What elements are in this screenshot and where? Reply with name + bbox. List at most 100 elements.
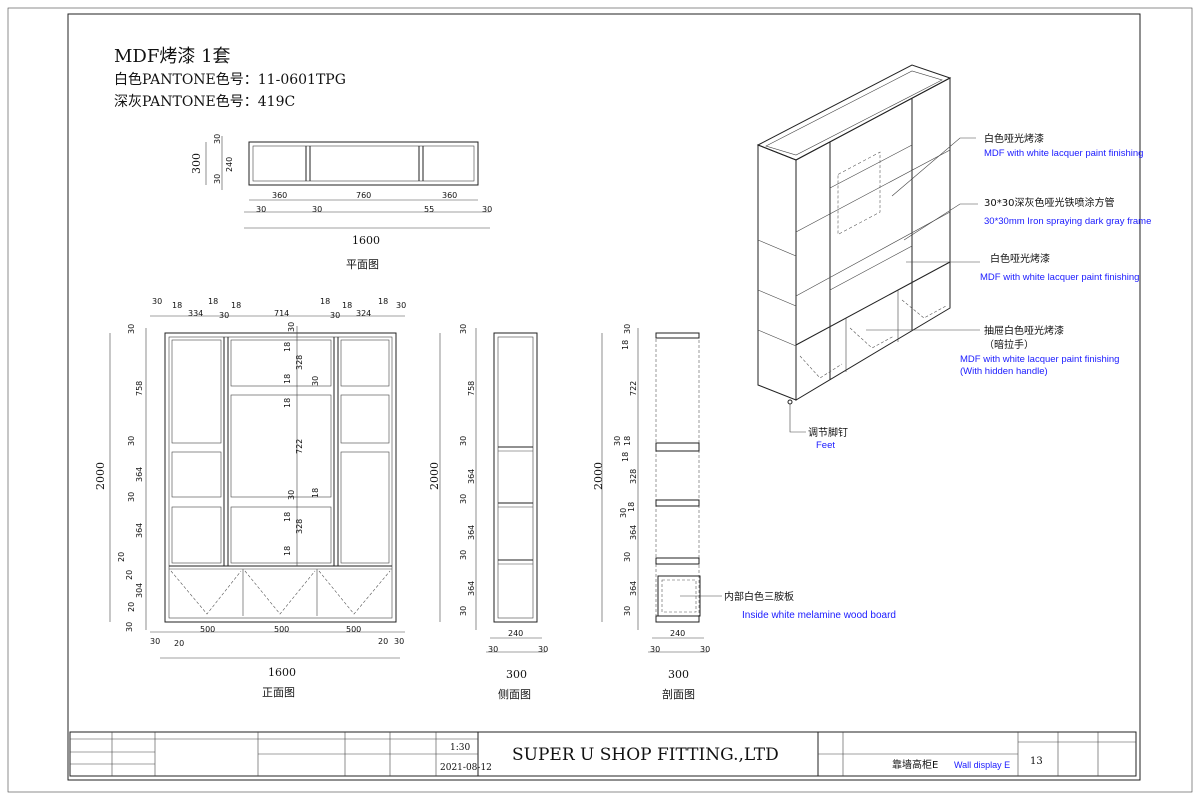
tb-date: 2021-08-12 xyxy=(440,763,492,773)
front-bottom-dim-500c: 500 xyxy=(346,625,361,634)
front-top-dim-30c: 30 xyxy=(330,311,340,320)
section-dim-364a: 364 xyxy=(629,525,638,540)
front-left-dim-364b: 364 xyxy=(135,523,144,538)
front-top-dim-30a: 30 xyxy=(152,297,162,306)
side-dim-364c: 364 xyxy=(467,581,476,596)
front-left-dim-304: 304 xyxy=(135,583,144,598)
front-outline xyxy=(164,332,397,623)
front-left-dim-30b: 30 xyxy=(127,436,136,446)
tb-drawing-name-cn: 靠墙高柜E xyxy=(892,758,938,771)
callout-3-en: MDF with white lacquer paint finishing xyxy=(980,272,1139,283)
plan-vdim-30b: 30 xyxy=(213,174,222,184)
plan-vdim-240: 240 xyxy=(225,157,234,172)
iso-left-shelf-1 xyxy=(757,239,797,257)
material-line: MDF烤漆 1套 xyxy=(114,46,231,67)
front-inner-dim-18c: 18 xyxy=(283,398,292,408)
plan-dim-30c: 30 xyxy=(482,205,492,214)
front-top-dim-30b: 30 xyxy=(219,311,229,320)
section-view: 2000 30 18 722 30 18 18 328 30 18 364 30… xyxy=(592,324,896,701)
front-inner-dim-328b: 328 xyxy=(295,519,304,534)
section-dim-300: 300 xyxy=(668,668,689,681)
front-dim-1600: 1600 xyxy=(268,666,296,679)
iso-drawer-hatch-3 xyxy=(901,299,947,319)
outer-border xyxy=(7,7,1193,793)
section-dim-18d: 18 xyxy=(627,502,636,512)
callout-5-en: Feet xyxy=(816,440,835,451)
section-shelf-1 xyxy=(655,442,700,452)
section-dim-30e: 30 xyxy=(623,606,632,616)
callout-leader-1 xyxy=(891,137,976,197)
front-top-dim-18a: 18 xyxy=(172,301,182,310)
iso-top-face xyxy=(756,64,952,161)
iso-top-inner xyxy=(765,70,943,156)
callout-5-cn: 调节脚钉 xyxy=(808,426,848,439)
side-inner xyxy=(497,336,534,619)
front-left-dim-20a: 20 xyxy=(117,552,126,562)
iso-shelf-3 xyxy=(795,261,951,346)
front-bottom-dim-500a: 500 xyxy=(200,625,215,634)
front-inner-dim-722: 722 xyxy=(295,439,304,454)
front-inner-dim-18b: 18 xyxy=(283,374,292,384)
gray-color-code: 深灰PANTONE色号：419C xyxy=(114,93,295,110)
iso-shelf-1 xyxy=(795,149,951,233)
section-dim-30c: 30 xyxy=(619,508,628,518)
plan-inner xyxy=(252,145,475,182)
front-inner-dim-18e: 18 xyxy=(283,512,292,522)
plan-view-title: 平面图 xyxy=(346,258,379,271)
callout-4-en2: (With hidden handle) xyxy=(960,366,1048,377)
section-view-title: 剖面图 xyxy=(662,687,695,701)
iso-foot xyxy=(787,399,793,405)
side-outline xyxy=(493,332,538,623)
front-left-dim-30c: 30 xyxy=(127,492,136,502)
iso-left-shelf-3 xyxy=(757,329,797,347)
section-shelf-3 xyxy=(655,557,700,565)
section-dim-240: 240 xyxy=(670,629,685,638)
section-dim-30b-w: 30 xyxy=(700,645,710,654)
plan-vdim-30a: 30 xyxy=(213,134,222,144)
callout-4-cn: 抽屉白色哑光烤漆 xyxy=(984,324,1064,337)
callout-leader-5 xyxy=(789,404,806,433)
section-dim-30d: 30 xyxy=(623,552,632,562)
iso-main-face xyxy=(795,77,951,401)
front-left-dim-30a: 30 xyxy=(127,324,136,334)
callout-leader-2 xyxy=(903,203,978,241)
front-bottom-dim-500b: 500 xyxy=(274,625,289,634)
side-dim-30b: 30 xyxy=(459,436,468,446)
front-bottom-dim-20a: 20 xyxy=(174,639,184,648)
front-top-dim-18d: 18 xyxy=(320,297,330,306)
section-dim-30b: 30 xyxy=(613,436,622,446)
iso-left-shelf-2 xyxy=(757,289,797,307)
section-dim-2000: 2000 xyxy=(592,462,605,490)
front-drawer-hatch-1 xyxy=(170,570,242,615)
section-dim-328: 328 xyxy=(629,469,638,484)
section-dim-18b: 18 xyxy=(623,436,632,446)
front-left-dim-364a: 364 xyxy=(135,467,144,482)
front-top-dim-18e: 18 xyxy=(342,301,352,310)
side-dim-2000: 2000 xyxy=(428,462,441,490)
front-right-panel-2 xyxy=(340,394,390,444)
section-dim-18c: 18 xyxy=(621,452,630,462)
side-dim-30b-w: 30 xyxy=(538,645,548,654)
isometric-view xyxy=(756,64,980,433)
section-outline xyxy=(655,332,700,623)
front-left-dim-30e: 30 xyxy=(125,622,134,632)
callout-4-cn2: （暗拉手） xyxy=(984,338,1034,351)
front-inner-dim-18d: 18 xyxy=(311,488,320,498)
iso-inner-back xyxy=(837,151,881,235)
front-left-panel-1 xyxy=(171,339,222,444)
title-block: 1:30 2021-08-12 SUPER U SHOP FITTING.,LT… xyxy=(69,731,1137,777)
iso-inner-shelf-b xyxy=(829,245,913,291)
side-dim-30d: 30 xyxy=(459,550,468,560)
plan-dim-30b: 30 xyxy=(312,205,322,214)
side-dim-300: 300 xyxy=(506,668,527,681)
iso-drawer-hatch-2 xyxy=(849,327,895,349)
front-right-panel-3 xyxy=(340,451,390,564)
front-inner-dim-30b: 30 xyxy=(311,376,320,386)
side-dim-30c: 30 xyxy=(459,494,468,504)
tb-drawing-no: 13 xyxy=(1030,756,1043,767)
front-mid-panel-1 xyxy=(230,339,332,387)
plan-view: 360 760 360 30 30 55 30 1600 300 30 240 … xyxy=(190,134,492,271)
plan-dim-360a: 360 xyxy=(272,191,287,200)
front-mid-panel-2 xyxy=(230,394,332,498)
